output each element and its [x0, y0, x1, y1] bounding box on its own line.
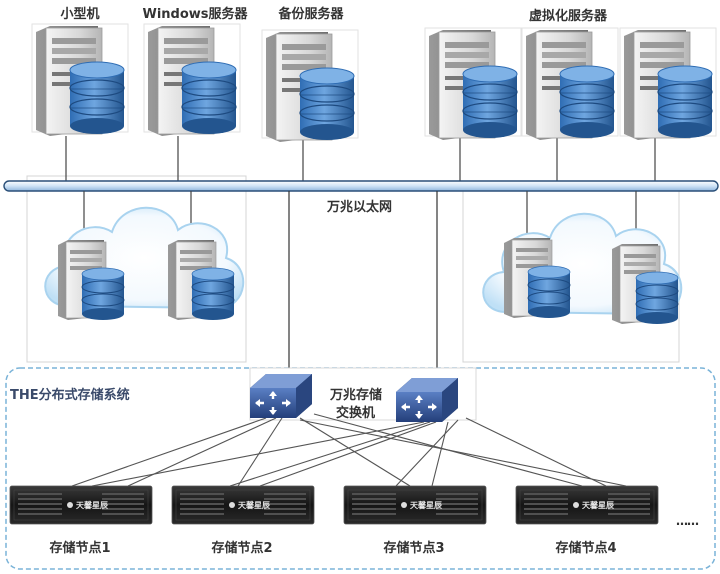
- backup-server-icon: [265, 31, 355, 143]
- storage-node-label-1: 存储节点1: [49, 541, 111, 556]
- node-brand: 天馨星辰: [410, 500, 442, 510]
- distributed-storage-label: THE分布式存储系统: [10, 388, 130, 403]
- minicomputer-label: 小型机: [60, 7, 100, 22]
- virtualization-server-icon-3: [623, 29, 713, 141]
- ethernet-bus: [3, 180, 719, 192]
- cloud-server-icon: [611, 243, 679, 325]
- storage-node-label-4: 存储节点4: [555, 541, 617, 556]
- windows-server-label: Windows服务器: [142, 7, 248, 22]
- node-brand: 天馨星辰: [238, 500, 270, 510]
- node-brand: 天馨星辰: [76, 500, 108, 510]
- minicomputer-server-icon: [35, 25, 125, 137]
- backup-server-label: 备份服务器: [278, 7, 344, 22]
- storage-node-label-2: 存储节点2: [211, 541, 273, 556]
- virtualization-server-icon-1: [428, 29, 518, 141]
- storage-switch-label-line1: 万兆存储: [330, 388, 383, 403]
- node-brand: 天馨星辰: [582, 500, 614, 510]
- storage-switch-icon-2: [394, 376, 460, 424]
- windows-server-icon: [147, 25, 237, 137]
- storage-switch-icon-1: [248, 372, 314, 420]
- storage-switch-label-line2: 交换机: [336, 406, 376, 421]
- more-nodes-ellipsis: ……: [676, 514, 699, 528]
- virtualization-server-label: 虚拟化服务器: [528, 9, 608, 24]
- ethernet-label: 万兆以太网: [327, 200, 393, 215]
- virtualization-server-icon-2: [525, 29, 615, 141]
- storage-node-label-3: 存储节点3: [383, 541, 445, 556]
